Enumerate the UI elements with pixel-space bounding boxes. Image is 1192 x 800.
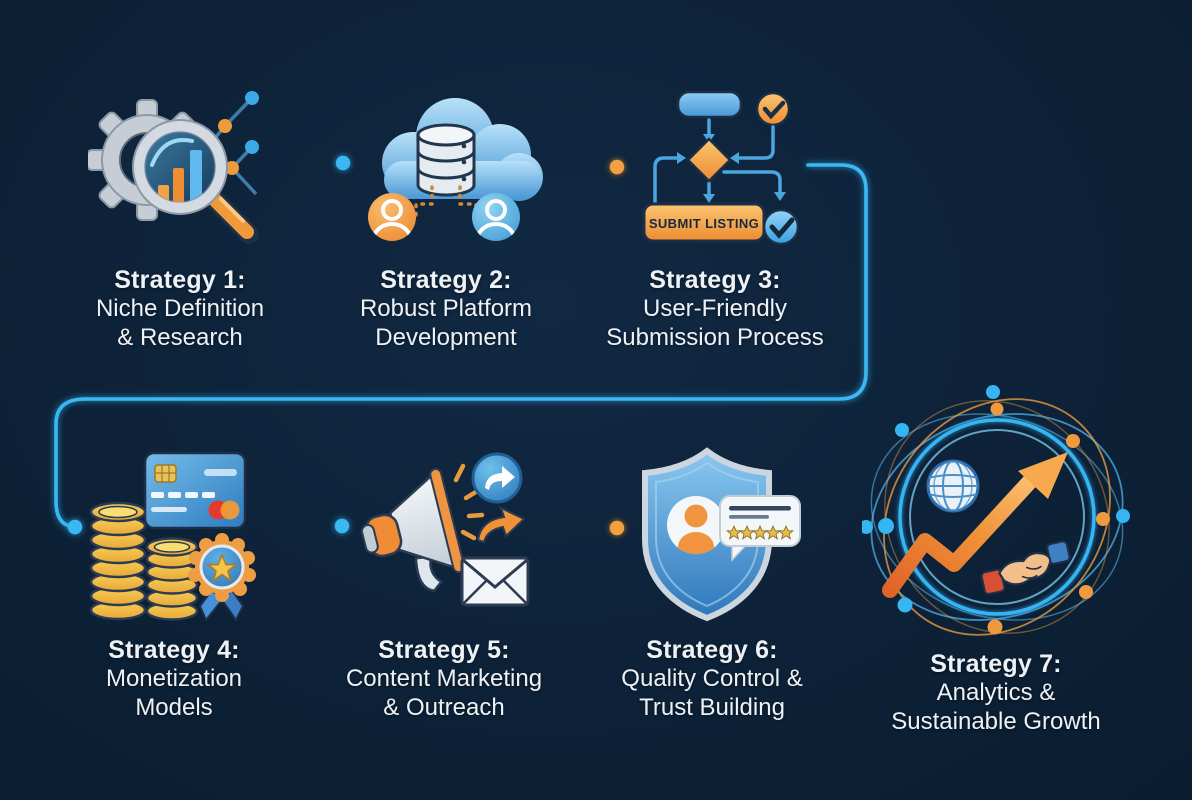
connector-2-3-dot xyxy=(609,159,625,175)
network-nodes-orange xyxy=(987,402,1110,635)
strategy-7-line-2: Sustainable Growth xyxy=(891,707,1101,735)
strategy-2-icon xyxy=(368,98,543,241)
strategy-3-icon: SUBMIT LISTING xyxy=(642,90,800,246)
connector-5-6-dot xyxy=(609,520,625,536)
database-icon xyxy=(416,123,476,197)
strategy-7-icon xyxy=(862,385,1130,636)
user-avatar-orange-icon xyxy=(368,193,416,241)
share-circle-icon xyxy=(471,452,523,504)
strategy-3-title: Strategy 3: xyxy=(649,266,781,294)
network-nodes-blue xyxy=(862,385,1130,613)
strategy-4-title: Strategy 4: xyxy=(108,636,240,664)
envelope-icon xyxy=(460,556,530,607)
strategy-1-line-1: Niche Definition xyxy=(95,295,265,322)
strategy-5-line-1: Content Marketing xyxy=(345,665,543,692)
data-points-icon xyxy=(203,91,259,196)
strategy-4-line-1: Monetization xyxy=(105,665,243,692)
strategy-6-label: Strategy 6: Quality Control & Trust Buil… xyxy=(552,636,872,722)
strategy-5-label: Strategy 5: Content Marketing & Outreach xyxy=(284,636,604,722)
check-circle-orange-icon xyxy=(755,91,791,127)
submit-listing-label: SUBMIT LISTING xyxy=(649,216,759,231)
network-orbit-icon xyxy=(862,385,1130,636)
flowchart-arrowheads xyxy=(677,134,786,203)
strategy-1-title: Strategy 1: xyxy=(114,266,246,294)
decision-diamond-icon xyxy=(686,137,732,183)
strategy-4-icon xyxy=(89,451,256,622)
connector-3-4-dot xyxy=(67,519,83,535)
connector-3-4-loop xyxy=(54,163,868,528)
coin-stacks-icon xyxy=(89,501,199,621)
review-bubble-icon xyxy=(719,495,801,562)
connector-1-2-dot xyxy=(335,155,351,171)
strategy-3-line-1: User-Friendly xyxy=(642,295,788,322)
curved-arrow-icon xyxy=(476,506,526,544)
megaphone-icon xyxy=(360,467,466,593)
strategy-6-title: Strategy 6: xyxy=(646,636,778,664)
strategy-2-line-2: Development xyxy=(375,323,517,351)
flowchart-start-icon xyxy=(676,90,743,119)
strategy-3-line-2: Submission Process xyxy=(606,323,824,351)
flowchart-arrows xyxy=(653,118,782,204)
strategy-5-line-2: & Outreach xyxy=(383,693,505,721)
strategy-1-icon xyxy=(88,91,259,244)
credit-card-icon xyxy=(143,451,247,530)
star-icon xyxy=(205,553,239,583)
connector-4-5-dot xyxy=(334,518,350,534)
strategy-6-line-2: Trust Building xyxy=(639,693,785,721)
strategy-2-label: Strategy 2: Robust Platform Development xyxy=(286,266,606,352)
growth-arrow-icon xyxy=(882,452,1068,598)
strategy-7-line-1: Analytics & xyxy=(936,679,1056,706)
five-star-rating-icon xyxy=(725,524,795,540)
submit-listing-button[interactable]: SUBMIT LISTING xyxy=(642,202,766,243)
strategy-4-line-2: Models xyxy=(135,693,213,721)
strategy-7-label: Strategy 7: Analytics & Sustainable Grow… xyxy=(836,650,1156,736)
strategy-5-title: Strategy 5: xyxy=(378,636,510,664)
strategy-5-icon xyxy=(360,452,530,607)
strategy-4-label: Strategy 4: Monetization Models xyxy=(14,636,334,722)
award-badge-icon xyxy=(188,533,256,622)
strategy-2-title: Strategy 2: xyxy=(380,266,512,294)
magnifier-bar-chart-icon xyxy=(132,119,259,244)
handshake-icon xyxy=(980,540,1071,595)
strategy-6-icon xyxy=(642,447,801,622)
strategy-6-line-1: Quality Control & xyxy=(621,665,803,692)
magnifier-handle xyxy=(208,193,254,239)
user-avatar-blue-icon xyxy=(472,193,520,241)
strategy-1-label: Strategy 1: Niche Definition & Research xyxy=(20,266,340,352)
user-avatar-icon xyxy=(667,496,725,554)
strategy-2-line-1: Robust Platform xyxy=(359,295,533,322)
strategy-7-title: Strategy 7: xyxy=(930,650,1062,678)
globe-icon xyxy=(926,459,980,513)
database-user-links xyxy=(414,185,478,217)
strategy-1-line-2: & Research xyxy=(117,323,243,351)
strategy-3-label: Strategy 3: User-Friendly Submission Pro… xyxy=(555,266,875,352)
check-circle-blue-icon xyxy=(762,208,800,246)
